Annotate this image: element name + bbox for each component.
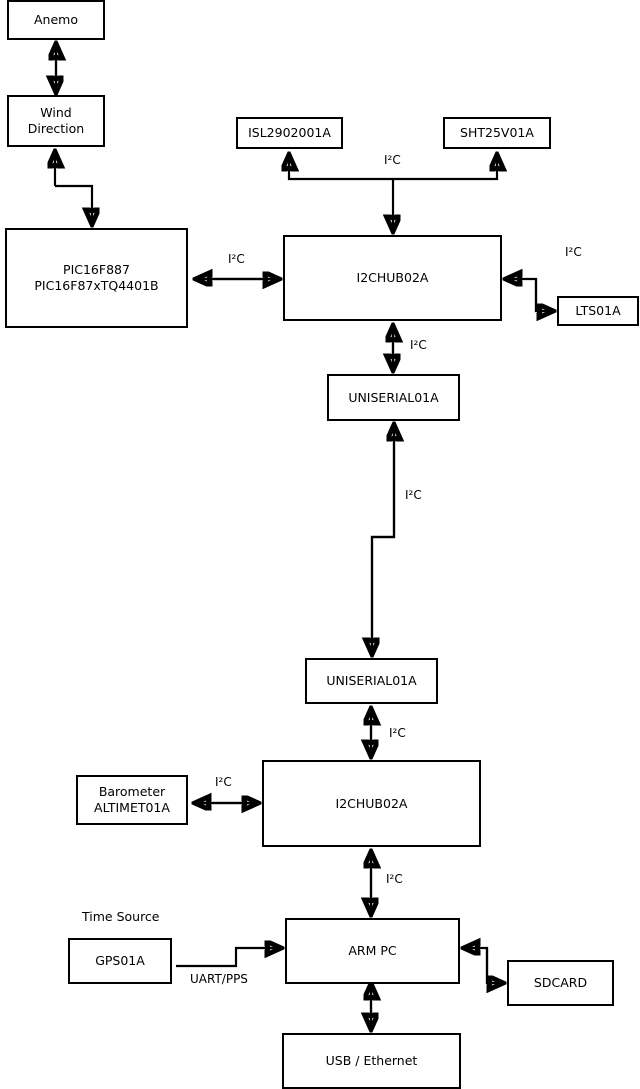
edge-label-i2c-barometer: I²C — [215, 775, 232, 789]
edge-lts-to-hub — [506, 279, 538, 311]
edge-label-uart-pps: UART/PPS — [190, 972, 248, 986]
edge-uniserial-link-down — [372, 425, 396, 654]
edge-bus-to-sht — [393, 155, 497, 181]
node-uniserial01a-top[interactable]: UNISERIAL01A — [327, 374, 460, 421]
node-isl2902001a-label: ISL2902001A — [248, 125, 331, 141]
node-isl2902001a[interactable]: ISL2902001A — [236, 117, 343, 149]
edge-bus-to-isl — [289, 155, 393, 181]
node-barometer-altimet01a[interactable]: Barometer ALTIMET01A — [76, 775, 188, 825]
node-gps01a[interactable]: GPS01A — [68, 938, 172, 984]
node-sdcard[interactable]: SDCARD — [507, 960, 614, 1006]
edge-hub-to-lts — [534, 279, 553, 311]
node-anemo-label: Anemo — [34, 12, 78, 28]
node-lts01a-label: LTS01A — [575, 303, 621, 319]
edge-gps-to-armpc — [176, 948, 281, 968]
node-lts01a[interactable]: LTS01A — [557, 296, 639, 326]
node-sht25v01a-label: SHT25V01A — [460, 125, 534, 141]
node-i2chub02a-top-label: I2CHUB02A — [356, 270, 429, 286]
edge-uniserial-link-up — [370, 425, 394, 654]
node-usb-ethernet-label: USB / Ethernet — [325, 1053, 418, 1069]
node-barometer-altimet01a-label: Barometer ALTIMET01A — [94, 784, 170, 815]
node-wind-direction-label: Wind Direction — [27, 105, 85, 136]
node-uniserial01a-bottom[interactable]: UNISERIAL01A — [305, 658, 438, 704]
edge-label-i2c-pic-hub: I²C — [228, 252, 245, 266]
edge-label-i2c-uniserial-hub2: I²C — [389, 726, 406, 740]
node-pic-mcu-label: PIC16F887 PIC16F87xTQ4401B — [34, 262, 159, 293]
edge-label-i2c-lts: I²C — [565, 245, 582, 259]
node-i2chub02a-bottom-label: I2CHUB02A — [335, 795, 408, 811]
node-anemo[interactable]: Anemo — [7, 0, 105, 40]
node-wind-direction[interactable]: Wind Direction — [7, 95, 105, 147]
node-sht25v01a[interactable]: SHT25V01A — [443, 117, 551, 149]
node-arm-pc[interactable]: ARM PC — [285, 918, 460, 984]
node-gps01a-label: GPS01A — [95, 953, 145, 969]
node-i2chub02a-top[interactable]: I2CHUB02A — [283, 235, 502, 321]
node-usb-ethernet[interactable]: USB / Ethernet — [282, 1033, 461, 1089]
edge-label-i2c-top-bus: I²C — [384, 153, 401, 167]
node-arm-pc-label: ARM PC — [348, 943, 397, 959]
node-uniserial01a-top-label: UNISERIAL01A — [348, 389, 439, 405]
node-i2chub02a-bottom[interactable]: I2CHUB02A — [262, 760, 481, 847]
node-sdcard-label: SDCARD — [533, 975, 588, 991]
edge-label-i2c-hub2-armpc: I²C — [386, 872, 403, 886]
edge-label-i2c-uniserial-link: I²C — [405, 488, 422, 502]
node-pic-mcu[interactable]: PIC16F887 PIC16F87xTQ4401B — [5, 228, 188, 328]
label-time-source: Time Source — [82, 909, 160, 924]
node-uniserial01a-bottom-label: UNISERIAL01A — [326, 673, 417, 689]
edge-armpc-to-sdcard — [485, 948, 503, 983]
edge-wind-to-pic — [55, 184, 92, 224]
edge-sdcard-to-armpc — [464, 948, 489, 983]
edge-label-i2c-hub-uniserial: I²C — [410, 338, 427, 352]
